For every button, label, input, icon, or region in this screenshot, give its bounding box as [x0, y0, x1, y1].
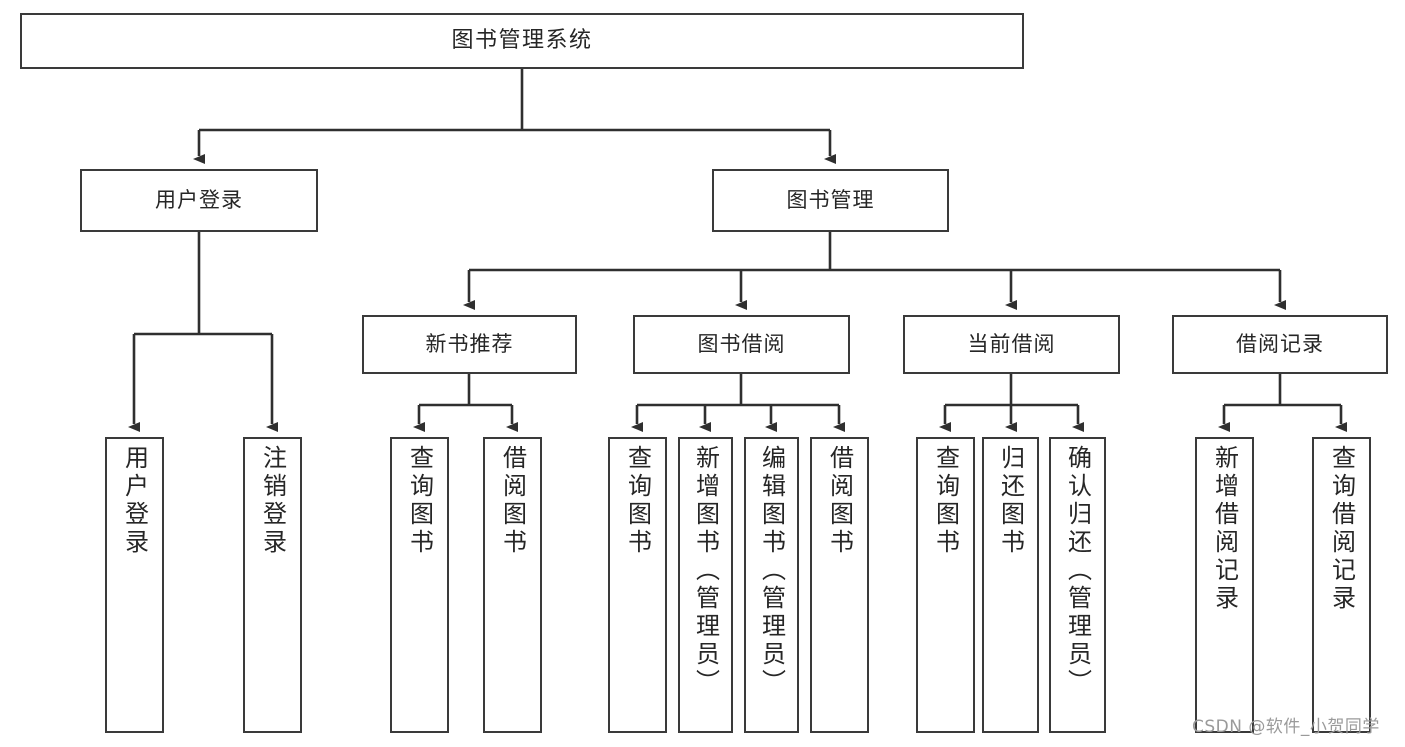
leaf-borrow-books-borrowing[interactable]: 借阅图书 — [810, 437, 869, 733]
node-book-management[interactable]: 图书管理 — [712, 169, 949, 232]
leaf-confirm-return-admin[interactable]: 确认归还（管理员） — [1049, 437, 1106, 733]
leaf-query-books-borrowing[interactable]: 查询图书 — [608, 437, 667, 733]
node-label: 借阅记录 — [1236, 332, 1324, 357]
node-label: 新增图书（管理员） — [691, 445, 720, 697]
node-label: 归还图书 — [996, 445, 1025, 557]
leaf-user-login[interactable]: 用户登录 — [105, 437, 164, 733]
leaf-query-books-current[interactable]: 查询图书 — [916, 437, 975, 733]
node-current-borrowing[interactable]: 当前借阅 — [903, 315, 1120, 374]
leaf-edit-book-admin[interactable]: 编辑图书（管理员） — [744, 437, 799, 733]
node-label: 新书推荐 — [425, 332, 514, 357]
node-label: 确认归还（管理员） — [1063, 445, 1092, 697]
node-label: 图书借阅 — [697, 332, 786, 357]
node-label: 查询图书 — [623, 445, 652, 557]
node-book-borrowing[interactable]: 图书借阅 — [633, 315, 850, 374]
node-label: 图书管理系统 — [451, 28, 593, 54]
node-label: 查询图书 — [931, 445, 960, 557]
node-label: 查询借阅记录 — [1327, 445, 1356, 613]
watermark-text: CSDN @软件_小贺同学 — [1192, 717, 1380, 737]
node-user-login[interactable]: 用户登录 — [80, 169, 318, 232]
node-label: 借阅图书 — [498, 445, 527, 557]
leaf-add-borrow-record[interactable]: 新增借阅记录 — [1195, 437, 1254, 733]
node-label: 用户登录 — [155, 188, 243, 213]
leaf-query-books-recommendation[interactable]: 查询图书 — [390, 437, 449, 733]
leaf-borrow-books-recommendation[interactable]: 借阅图书 — [483, 437, 542, 733]
node-borrow-records[interactable]: 借阅记录 — [1172, 315, 1388, 374]
leaf-add-book-admin[interactable]: 新增图书（管理员） — [678, 437, 733, 733]
leaf-query-borrow-record[interactable]: 查询借阅记录 — [1312, 437, 1371, 733]
node-label: 借阅图书 — [825, 445, 854, 557]
node-label: 当前借阅 — [967, 332, 1056, 357]
node-label: 编辑图书（管理员） — [757, 445, 786, 697]
leaf-logout[interactable]: 注销登录 — [243, 437, 302, 733]
node-label: 用户登录 — [120, 445, 149, 557]
node-label: 注销登录 — [258, 445, 287, 557]
node-label: 查询图书 — [405, 445, 434, 557]
node-label: 新增借阅记录 — [1210, 445, 1239, 613]
leaf-return-books[interactable]: 归还图书 — [982, 437, 1039, 733]
node-label: 图书管理 — [786, 188, 875, 213]
node-new-book-recommendation[interactable]: 新书推荐 — [362, 315, 577, 374]
node-root-book-management-system[interactable]: 图书管理系统 — [20, 13, 1024, 69]
